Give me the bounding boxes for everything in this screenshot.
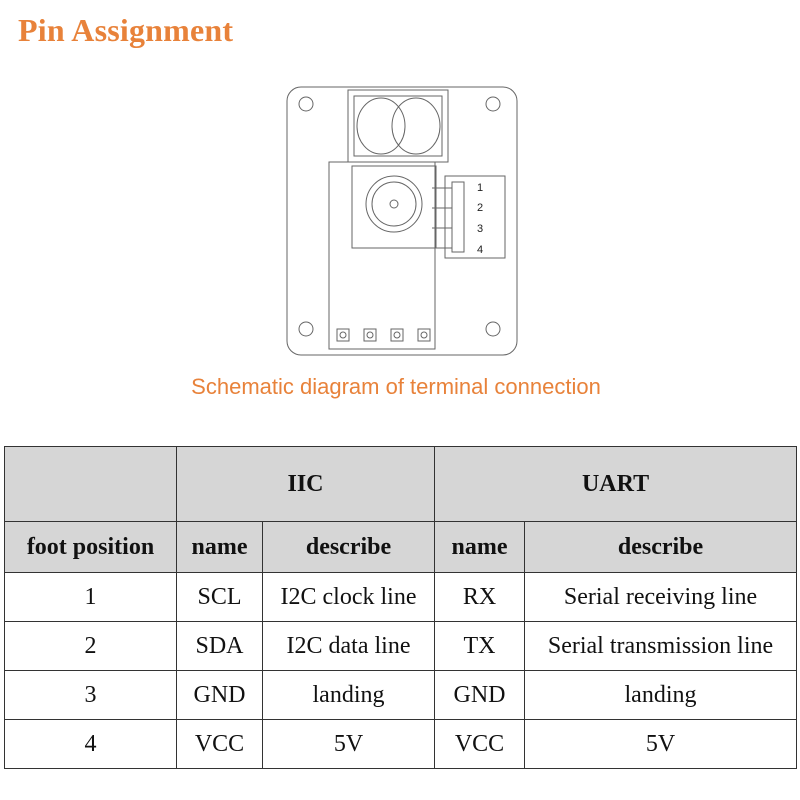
table-row: 3 GND landing GND landing [4,670,798,720]
uart-name-cell: GND [434,670,526,720]
module-schematic: 1 2 3 4 [286,86,518,356]
iic-describe-cell: 5V [261,719,436,769]
iic-name-cell: GND [176,670,263,720]
pin-number: 1 [477,182,483,194]
diagram-caption: Schematic diagram of terminal connection [191,374,601,399]
table-row: 4 VCC 5V VCC 5V [4,719,798,769]
uart-name-cell: VCC [434,719,526,769]
iic-describe-cell: landing [261,670,436,720]
foot-position-cell: 2 [4,621,177,671]
sensor-window [347,89,449,163]
knob [351,165,437,249]
mounting-hole [298,321,314,337]
iic-describe-cell: I2C data line [261,621,436,671]
page-title: Pin Assignment [18,12,234,48]
iic-name-cell: SCL [176,572,263,622]
pin-assignment-table: IIC UART foot position name describe nam… [4,446,798,769]
board-outline [286,86,518,356]
pin-number: 2 [477,202,483,214]
uart-describe-cell: Serial transmission line [524,621,798,671]
table-group-header-row: IIC UART [4,446,798,522]
iic-name-cell: VCC [176,719,263,769]
uart-name-cell: TX [434,621,526,671]
table-column-header-row: foot position name describe name describ… [4,521,798,573]
mounting-hole [485,321,501,337]
iic-name-cell: SDA [176,621,263,671]
column-header-uart-describe: describe [524,521,798,573]
table-row: 1 SCL I2C clock line RX Serial receiving… [4,572,798,622]
table-row: 2 SDA I2C data line TX Serial transmissi… [4,621,798,671]
foot-position-cell: 1 [4,572,177,622]
foot-position-cell: 3 [4,670,177,720]
group-header-iic: IIC [175,446,436,522]
inner-module [328,161,436,350]
uart-describe-cell: landing [524,670,798,720]
iic-describe-cell: I2C clock line [261,572,436,622]
uart-describe-cell: 5V [524,719,798,769]
column-header-iic-describe: describe [261,521,436,573]
group-header-uart: UART [434,446,798,522]
uart-name-cell: RX [434,572,526,622]
connector [432,175,506,259]
column-header-iic-name: name [176,521,263,573]
column-header-uart-name: name [434,521,526,573]
uart-describe-cell: Serial receiving line [524,572,798,622]
header-blank-cell [4,446,177,522]
mounting-hole [298,96,314,112]
column-header-foot-position: foot position [4,521,177,573]
pin-number: 4 [477,244,483,256]
mounting-hole [485,96,501,112]
bottom-pads [336,328,431,342]
foot-position-cell: 4 [4,719,177,769]
pin-number: 3 [477,223,483,235]
